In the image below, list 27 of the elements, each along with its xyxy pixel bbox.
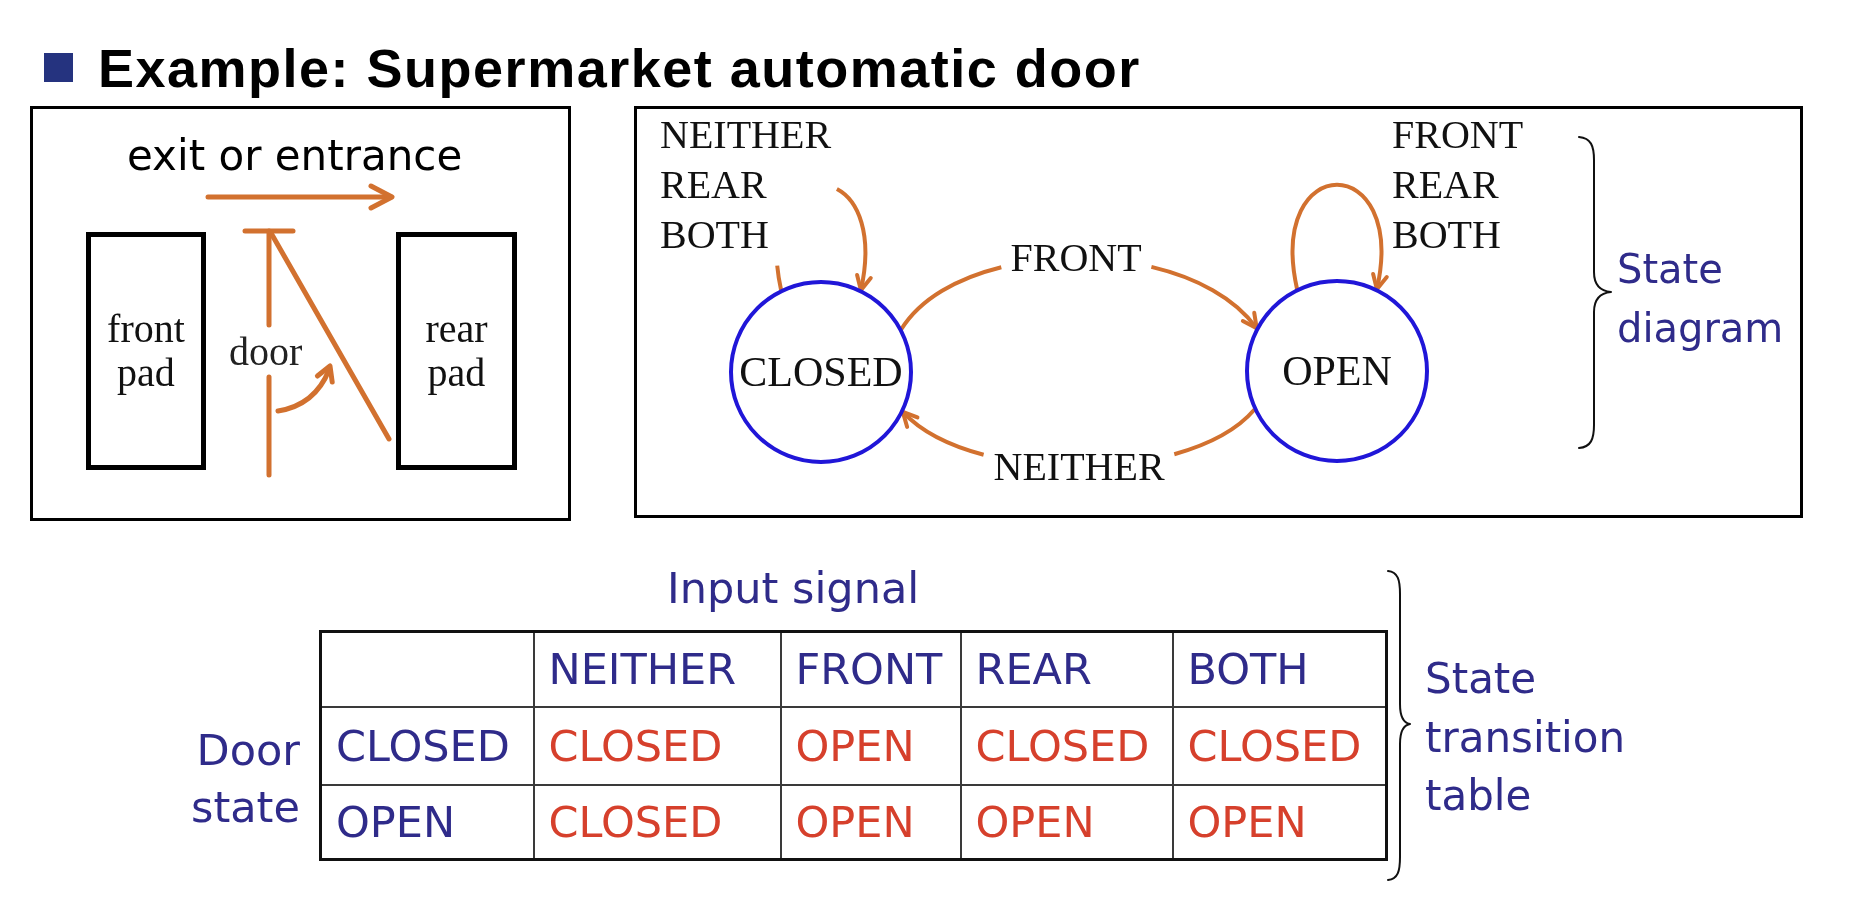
state-circle: CLOSED <box>729 280 913 464</box>
table-heading: Input signal <box>667 563 920 613</box>
section-label: State diagram <box>1617 245 1784 353</box>
column-header: REAR <box>960 631 1173 707</box>
diagram-panel <box>634 106 1803 518</box>
column-header: FRONT <box>780 631 961 707</box>
edge-label: FRONT <box>1009 236 1143 280</box>
state-circle: OPEN <box>1245 279 1429 463</box>
column-header: NEITHER <box>533 631 781 707</box>
illustration-panel <box>30 106 571 521</box>
door-label: door <box>229 332 303 372</box>
section-label: State transition table <box>1425 653 1626 822</box>
floor-pad-box: front pad <box>86 232 206 470</box>
row-group-label: Door state <box>191 724 300 834</box>
direction-label: exit or entrance <box>127 135 463 177</box>
next-state-cell: CLOSED <box>533 707 781 785</box>
self-loop-arrow <box>1290 183 1388 292</box>
next-state-cell: OPEN <box>780 707 961 785</box>
edge-label: NEITHER REAR BOTH <box>660 111 832 259</box>
transition-arrow <box>900 407 1257 457</box>
self-loop-arrow <box>775 187 873 293</box>
edge-label: NEITHER <box>992 445 1166 489</box>
next-state-cell: CLOSED <box>960 707 1173 785</box>
floor-pad-box: rear pad <box>396 232 517 470</box>
row-header: CLOSED <box>320 707 534 785</box>
edge-label: FRONT REAR BOTH <box>1392 111 1523 259</box>
transition-arrow <box>899 264 1259 332</box>
